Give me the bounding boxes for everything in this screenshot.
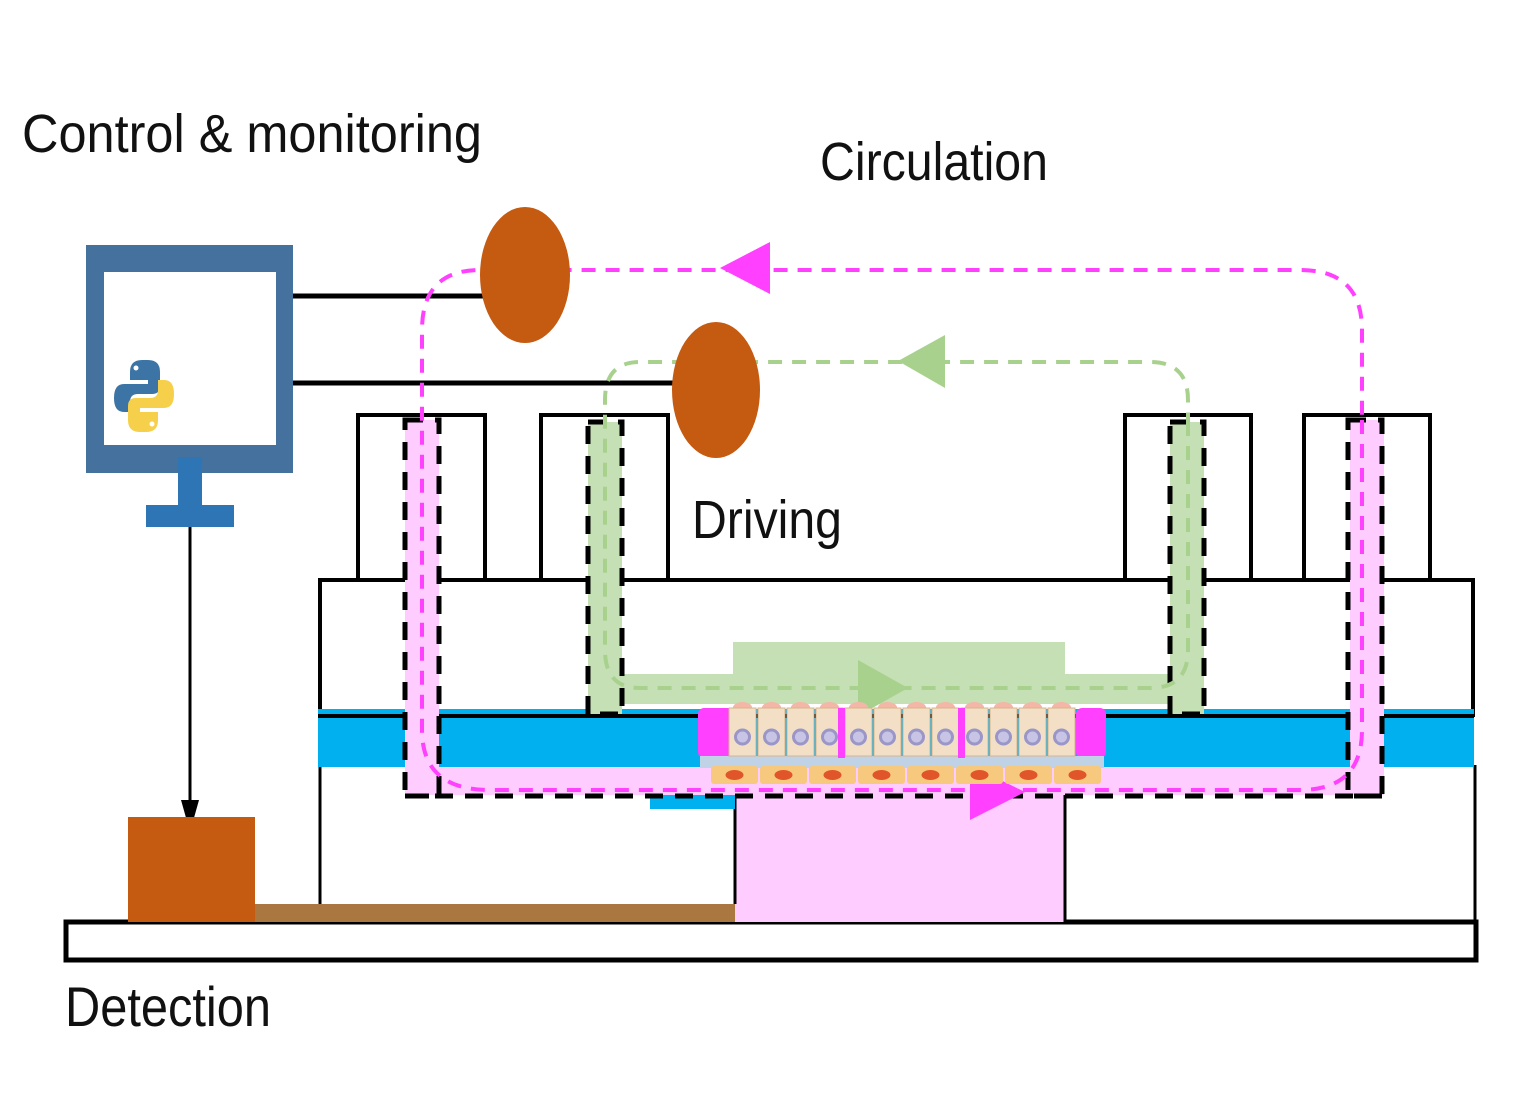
epithelial-cell <box>1018 702 1047 757</box>
epithelial-cell <box>902 702 931 757</box>
endothelial-cell <box>809 766 856 784</box>
circulation-flow-path <box>420 268 1364 792</box>
endothelial-cell <box>1005 766 1052 784</box>
base-plate <box>63 919 1479 963</box>
circulation-pump-icon <box>480 207 570 343</box>
endothelial-cell <box>711 766 758 784</box>
bottom-chamber <box>735 790 1065 922</box>
cell-layer <box>698 702 1106 784</box>
endothelial-cells <box>711 766 1101 784</box>
monitor-icon <box>86 245 293 527</box>
detection-label: Detection <box>65 975 271 1038</box>
epithelial-cell <box>844 702 873 757</box>
circulation-arrow-left-icon <box>720 242 770 294</box>
endothelial-cell <box>907 766 954 784</box>
python-logo-icon <box>114 360 174 432</box>
control-monitoring-label: Control & monitoring <box>22 104 482 164</box>
detector-box-icon <box>128 817 255 922</box>
endothelial-cell <box>760 766 807 784</box>
membrane-matrix <box>700 756 1104 768</box>
cell-divider-2 <box>958 708 965 758</box>
cell-divider-1 <box>838 708 845 758</box>
circulation-label: Circulation <box>820 132 1048 192</box>
driving-flow-path <box>603 360 1190 690</box>
endothelial-cell <box>858 766 905 784</box>
epithelial-cell <box>757 702 786 757</box>
driving-label: Driving <box>692 490 842 550</box>
detector-cable <box>255 904 855 922</box>
right-seal <box>1076 708 1106 758</box>
left-seal <box>698 708 734 758</box>
epithelial-cell <box>873 702 902 757</box>
endothelial-cell <box>956 766 1003 784</box>
monitor-neck <box>178 457 202 512</box>
epithelial-cell <box>989 702 1018 757</box>
driving-arrow-left-icon <box>898 335 945 388</box>
endothelial-cell <box>1054 766 1101 784</box>
driving-arrow-right-icon <box>858 660 908 716</box>
epithelial-cell <box>960 702 989 757</box>
epithelial-cells <box>728 702 1076 757</box>
epithelial-cell <box>728 702 757 757</box>
epithelial-cell <box>931 702 960 757</box>
monitor-base <box>146 505 234 527</box>
epithelial-cell <box>1047 702 1076 757</box>
arrow-down-icon <box>181 800 199 832</box>
driving-pump-icon <box>672 322 760 458</box>
epithelial-cell <box>786 702 815 757</box>
